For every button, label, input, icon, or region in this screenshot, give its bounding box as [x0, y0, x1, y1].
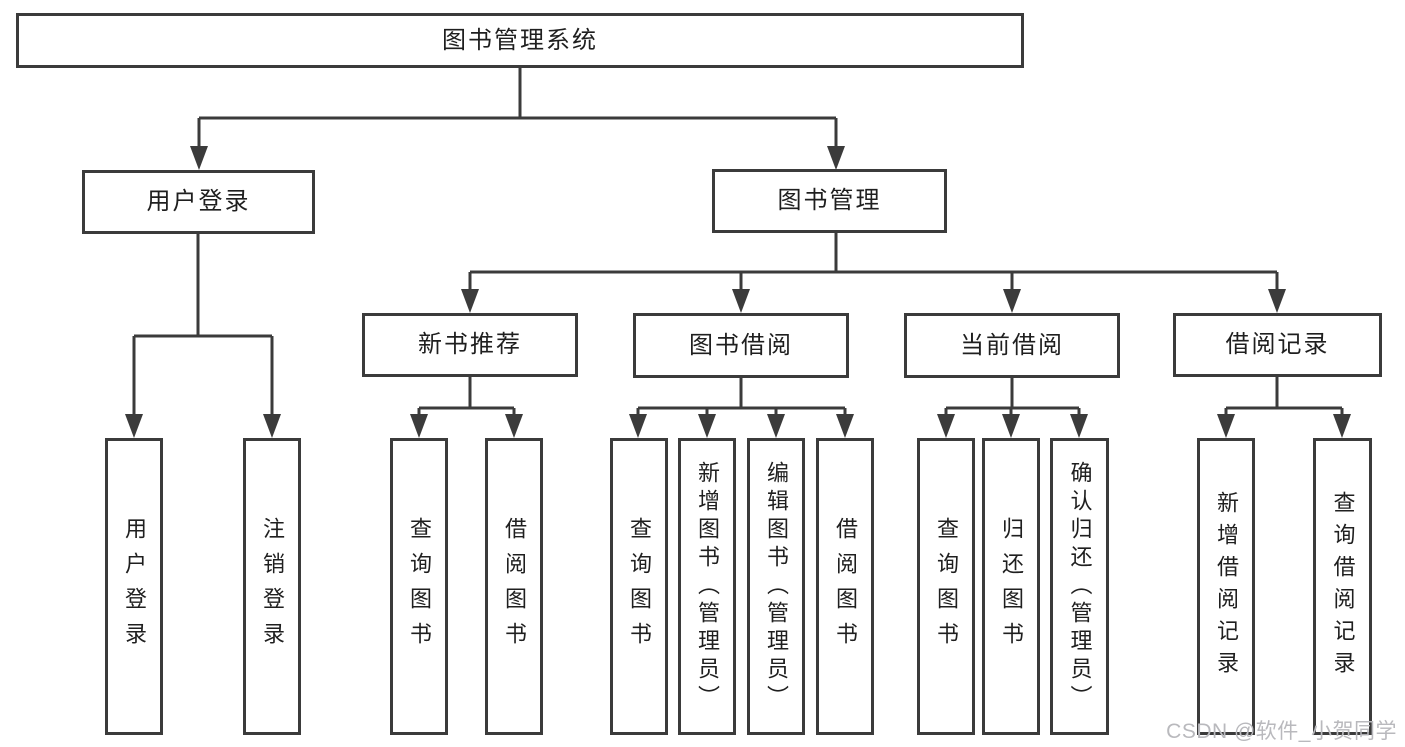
node-book-borrow: 图书借阅 [633, 313, 849, 378]
csdn-watermark: CSDN @软件_小贺同学 [1166, 720, 1397, 743]
node-book-management: 图书管理 [712, 169, 947, 233]
connector-current-borrow-to-leaves [937, 378, 1088, 438]
connector-book-management-to-groups [461, 233, 1286, 313]
connector-borrow-record-to-leaves [1217, 377, 1351, 438]
leaf-query-books-3: 查询图书 [917, 438, 975, 735]
node-new-book-recommend: 新书推荐 [362, 313, 578, 377]
node-book-management-label: 图书管理 [777, 187, 882, 214]
leaf-add-book-admin: 新增图书（管理员） [678, 438, 736, 735]
leaf-borrow-books-1: 借阅图书 [485, 438, 543, 735]
node-user-login: 用户登录 [82, 170, 315, 234]
node-root: 图书管理系统 [16, 13, 1024, 68]
leaf-logout-label: 注销登录 [260, 516, 285, 657]
node-borrow-record: 借阅记录 [1173, 313, 1382, 377]
leaf-query-books-1: 查询图书 [390, 438, 448, 735]
connector-user-login-to-leaves [125, 234, 281, 438]
node-book-borrow-label: 图书借阅 [689, 331, 793, 359]
leaf-borrow-books-2-label: 借阅图书 [833, 516, 858, 657]
connector-root-to-level2 [190, 68, 845, 170]
leaf-return-book: 归还图书 [982, 438, 1040, 735]
leaf-borrow-books-1-label: 借阅图书 [502, 516, 527, 657]
node-root-label: 图书管理系统 [442, 26, 598, 54]
leaf-query-books-3-label: 查询图书 [934, 516, 959, 657]
connector-new-book-recommend-to-leaves [410, 377, 523, 438]
node-current-borrow-label: 当前借阅 [960, 331, 1064, 359]
leaf-edit-book-admin-label: 编辑图书（管理员） [764, 460, 789, 713]
leaf-edit-book-admin: 编辑图书（管理员） [747, 438, 805, 735]
leaf-query-books-1-label: 查询图书 [407, 516, 432, 657]
leaf-add-borrow-record-label: 新增借阅记录 [1214, 490, 1239, 683]
leaf-add-borrow-record: 新增借阅记录 [1197, 438, 1255, 735]
leaf-query-books-2: 查询图书 [610, 438, 668, 735]
leaf-return-book-label: 归还图书 [999, 516, 1024, 657]
leaf-logout: 注销登录 [243, 438, 301, 735]
leaf-user-login-label: 用户登录 [122, 516, 147, 657]
node-borrow-record-label: 借阅记录 [1225, 331, 1330, 358]
node-user-login-label: 用户登录 [146, 188, 251, 215]
leaf-confirm-return-admin-label: 确认归还（管理员） [1067, 460, 1093, 713]
connector-book-borrow-to-leaves [629, 378, 854, 438]
node-new-book-recommend-label: 新书推荐 [418, 331, 522, 358]
leaf-confirm-return-admin: 确认归还（管理员） [1050, 438, 1109, 735]
leaf-borrow-books-2: 借阅图书 [816, 438, 874, 735]
node-current-borrow: 当前借阅 [904, 313, 1120, 378]
leaf-query-books-2-label: 查询图书 [627, 516, 652, 657]
leaf-add-book-admin-label: 新增图书（管理员） [695, 460, 720, 713]
leaf-query-borrow-record: 查询借阅记录 [1313, 438, 1372, 735]
leaf-user-login: 用户登录 [105, 438, 163, 735]
leaf-query-borrow-record-label: 查询借阅记录 [1330, 490, 1356, 683]
